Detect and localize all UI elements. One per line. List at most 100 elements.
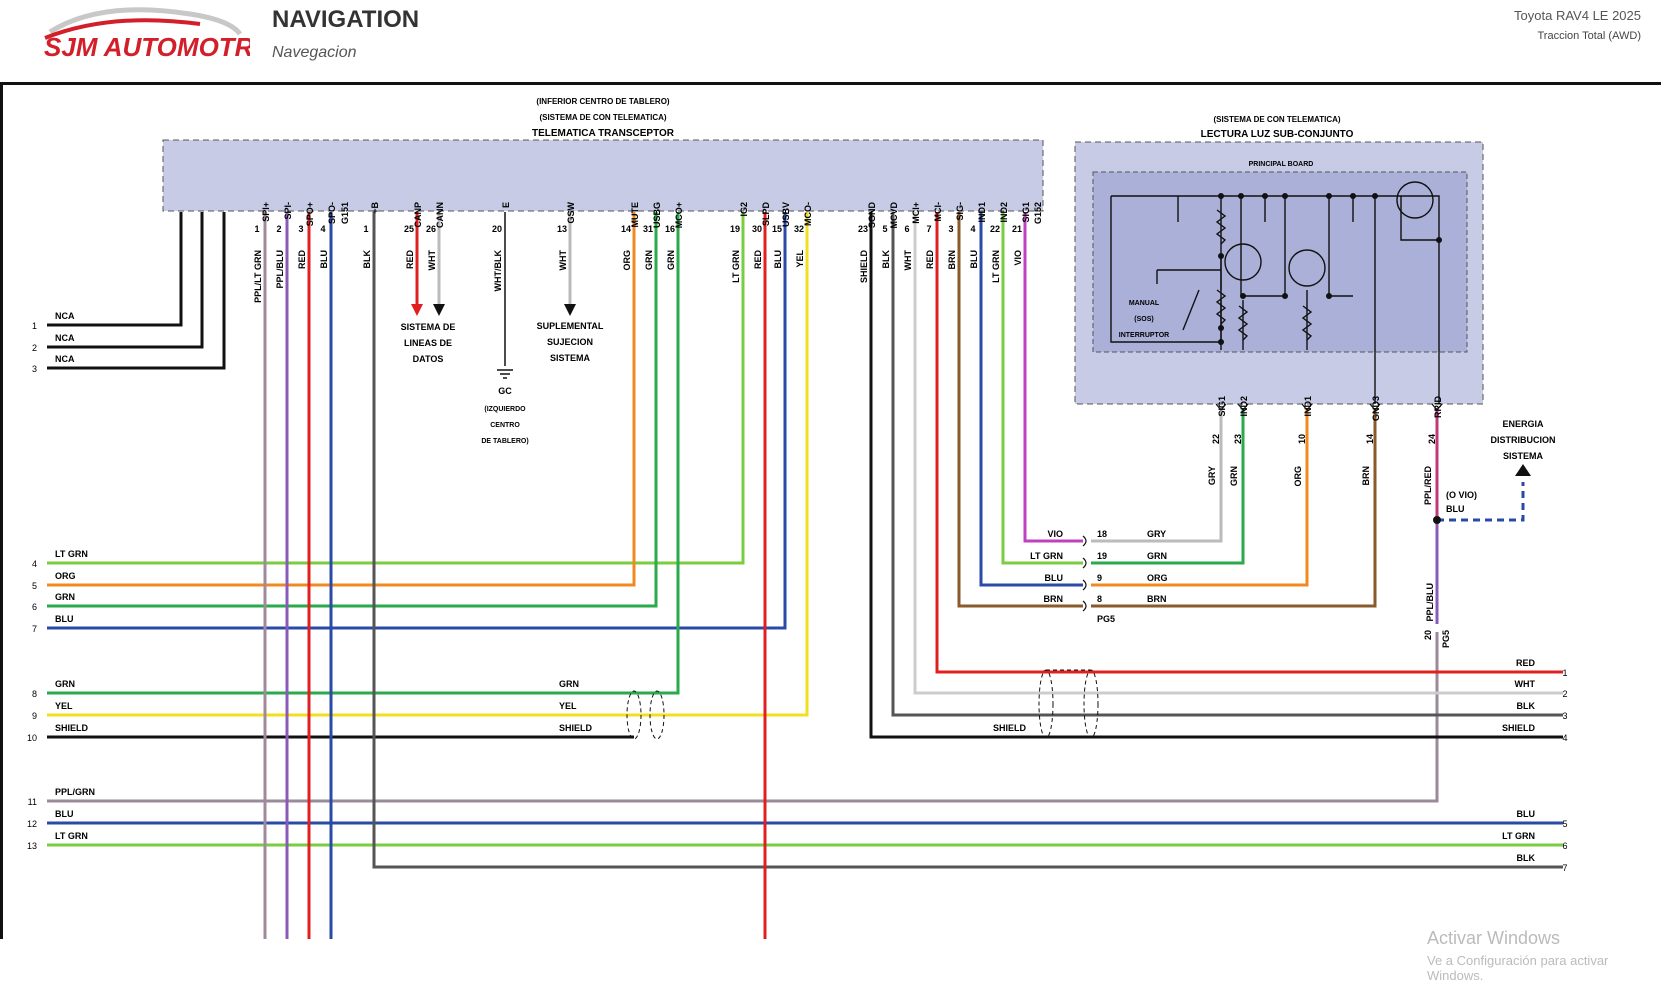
wire-color-label: WHT bbox=[427, 250, 437, 271]
wire-color-label: ORG bbox=[622, 250, 632, 271]
connector-pin-number: 19 bbox=[1097, 551, 1107, 561]
pin-name: MCI- bbox=[933, 202, 943, 222]
power-note-3: SISTEMA bbox=[1503, 451, 1544, 461]
ground-note-3: CENTRO bbox=[490, 422, 520, 429]
power-note-1: ENERGIA bbox=[1502, 419, 1544, 429]
pin-name: SPO- bbox=[327, 202, 337, 224]
wire-label: ORG bbox=[1147, 573, 1168, 583]
wire-number: 10 bbox=[27, 733, 37, 743]
pin-number: 5 bbox=[882, 224, 887, 234]
wire-number: 3 bbox=[1562, 711, 1567, 721]
pin-number: 1 bbox=[363, 224, 368, 234]
wire-color-label: RED bbox=[405, 250, 415, 270]
wire-color-label: BRN bbox=[1361, 466, 1371, 486]
wire-color-label: RED bbox=[297, 250, 307, 270]
wire-color-label: BLU bbox=[969, 250, 979, 269]
wire-label: LT GRN bbox=[55, 549, 88, 559]
connector-name: PG5 bbox=[1097, 614, 1115, 624]
pin-number: 13 bbox=[557, 224, 567, 234]
wire-number: 6 bbox=[32, 602, 37, 612]
wire-number: 12 bbox=[27, 819, 37, 829]
wire-color-label: BLU bbox=[319, 250, 329, 269]
wire-label: YEL bbox=[559, 701, 577, 711]
pin-name: SIG- bbox=[955, 202, 965, 221]
wire-color-label: LT GRN bbox=[731, 250, 741, 283]
shield-label: SHIELD bbox=[993, 723, 1027, 733]
pin-number: 6 bbox=[904, 224, 909, 234]
connector-symbol bbox=[1082, 535, 1087, 547]
wire-label: PPL/GRN bbox=[55, 787, 95, 797]
data-lines-note-1: SISTEMA DE bbox=[401, 322, 456, 332]
wire-label: BRN bbox=[1044, 594, 1064, 604]
wire bbox=[47, 212, 809, 717]
arrow-up-icon bbox=[1515, 464, 1531, 476]
pin-number: 26 bbox=[426, 224, 436, 234]
pin-number: 1 bbox=[254, 224, 259, 234]
pin-name: MCVD bbox=[889, 202, 899, 229]
pin-name: IND1 bbox=[977, 202, 987, 223]
drive-type: Traccion Total (AWD) bbox=[1537, 30, 1641, 42]
sub-pin-number: 22 bbox=[1211, 434, 1221, 444]
pin-name: USBG bbox=[652, 202, 662, 228]
sub-assembly-system: (SISTEMA DE CON TELEMATICA) bbox=[1213, 115, 1340, 124]
pin-name: CANP bbox=[413, 202, 423, 228]
watermark-subtitle: Ve a Configuración para activar Windows. bbox=[1427, 953, 1609, 983]
pin-number: 2 bbox=[276, 224, 281, 234]
wire-number: 9 bbox=[32, 711, 37, 721]
pin-number: 32 bbox=[794, 224, 804, 234]
sub-pin-name: RRID bbox=[1433, 396, 1443, 418]
wire-color-label: BLK bbox=[362, 250, 372, 269]
transceiver-location: (INFERIOR CENTRO DE TABLERO) bbox=[536, 97, 670, 106]
wire-label: BRN bbox=[1147, 594, 1167, 604]
pin-number: 30 bbox=[752, 224, 762, 234]
wire bbox=[891, 212, 1563, 717]
blu-note: BLU bbox=[1446, 504, 1465, 514]
wire-label: GRN bbox=[55, 679, 75, 689]
wire-label: LT GRN bbox=[1030, 551, 1063, 561]
wire-label: SHIELD bbox=[55, 723, 89, 733]
connector-symbol bbox=[1431, 403, 1443, 411]
connector-symbol bbox=[1369, 403, 1381, 411]
pin-number: 21 bbox=[1012, 224, 1022, 234]
connector-pin-number: 8 bbox=[1097, 594, 1102, 604]
pin-name: SGND bbox=[867, 202, 877, 229]
pin-number: 3 bbox=[298, 224, 303, 234]
wire-color-label: VIO bbox=[1013, 250, 1023, 266]
wiring-svg: (INFERIOR CENTRO DE TABLERO) (SISTEMA DE… bbox=[27, 97, 1568, 939]
sos-label: (SOS) bbox=[1134, 316, 1153, 323]
pin-name: MUTE bbox=[630, 202, 640, 228]
pin-name: +B bbox=[370, 202, 380, 214]
sub-pin-name: IND1 bbox=[1303, 396, 1313, 417]
wire bbox=[957, 212, 1083, 608]
board-nodes bbox=[1218, 193, 1442, 345]
connector-pin-number: 20 bbox=[1423, 630, 1433, 640]
data-lines-note-3: DATOS bbox=[413, 354, 444, 364]
ground-note-2: (IZQUIERDO bbox=[484, 406, 526, 413]
connector-symbol bbox=[1082, 600, 1087, 612]
wire-label: SHIELD bbox=[1502, 723, 1536, 733]
sub-pin-number: 24 bbox=[1427, 434, 1437, 444]
wire-label: BLU bbox=[1045, 573, 1064, 583]
page-subtitle: Navegacion bbox=[272, 44, 357, 61]
pin-name: SPI- bbox=[283, 202, 293, 220]
pin-number: 19 bbox=[730, 224, 740, 234]
arrow-down-icon bbox=[411, 304, 423, 316]
pin-number: 20 bbox=[492, 224, 502, 234]
nca-wire bbox=[47, 212, 204, 349]
wire bbox=[1091, 408, 1309, 587]
twisted-pair-marker bbox=[1083, 669, 1099, 739]
wire-number: 3 bbox=[32, 364, 37, 374]
wire-color-label: BRN bbox=[947, 250, 957, 270]
wire bbox=[47, 212, 787, 630]
wire-number: 7 bbox=[1562, 863, 1567, 873]
wire-color-label: LT GRN bbox=[991, 250, 1001, 283]
data-lines-note-2: LINEAS DE bbox=[404, 338, 452, 348]
wire-color-label: GRN bbox=[1229, 466, 1239, 486]
wire-label: GRN bbox=[55, 592, 75, 602]
wire-label: ORG bbox=[55, 571, 76, 581]
pin-name: IG2 bbox=[739, 202, 749, 217]
power-note-2: DISTRIBUCION bbox=[1491, 435, 1556, 445]
pin-name: SPO+ bbox=[305, 202, 315, 226]
nca-wire bbox=[47, 212, 183, 327]
wire-number: 13 bbox=[27, 841, 37, 851]
